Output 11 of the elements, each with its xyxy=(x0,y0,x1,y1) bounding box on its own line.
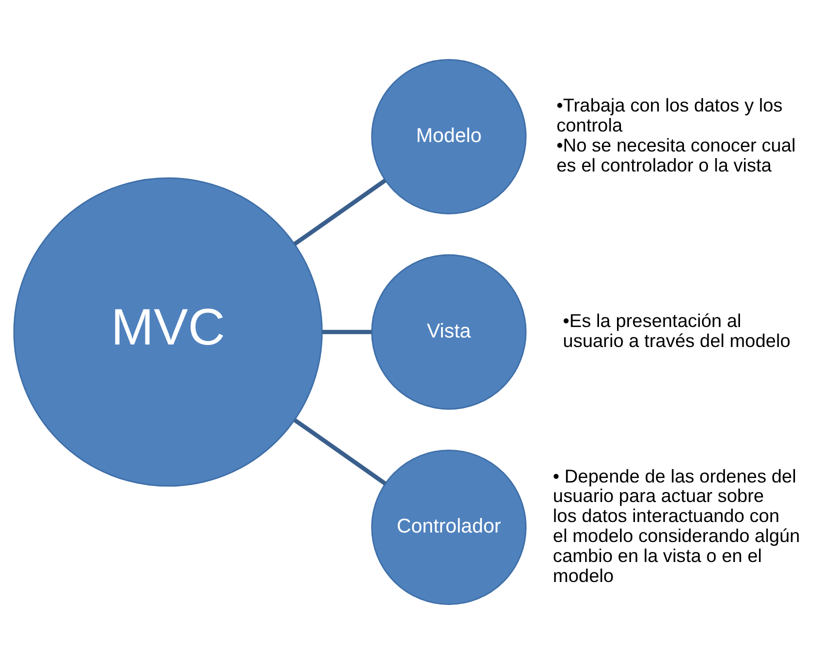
node-circle: Vista xyxy=(371,254,527,410)
node-label: •Trabaja con los datos y los controla xyxy=(556,94,783,136)
node-circle: Controlador xyxy=(371,449,527,604)
node-label: •No se necesita conocer cual es el controlador o la vista xyxy=(556,134,796,175)
connector xyxy=(293,178,386,246)
connector xyxy=(293,418,386,485)
connector xyxy=(322,329,372,334)
node-label: •Es la presentación al usuario a través del modelo xyxy=(562,309,790,350)
node-circle: Modelo xyxy=(371,58,527,214)
node-label: • Depende de las ordenes del usuario para actuar sobre los datos interactuando con el modelo considerando algún cambio en la vista o en el modelo xyxy=(552,464,800,586)
node-circle: MVC xyxy=(13,176,323,486)
